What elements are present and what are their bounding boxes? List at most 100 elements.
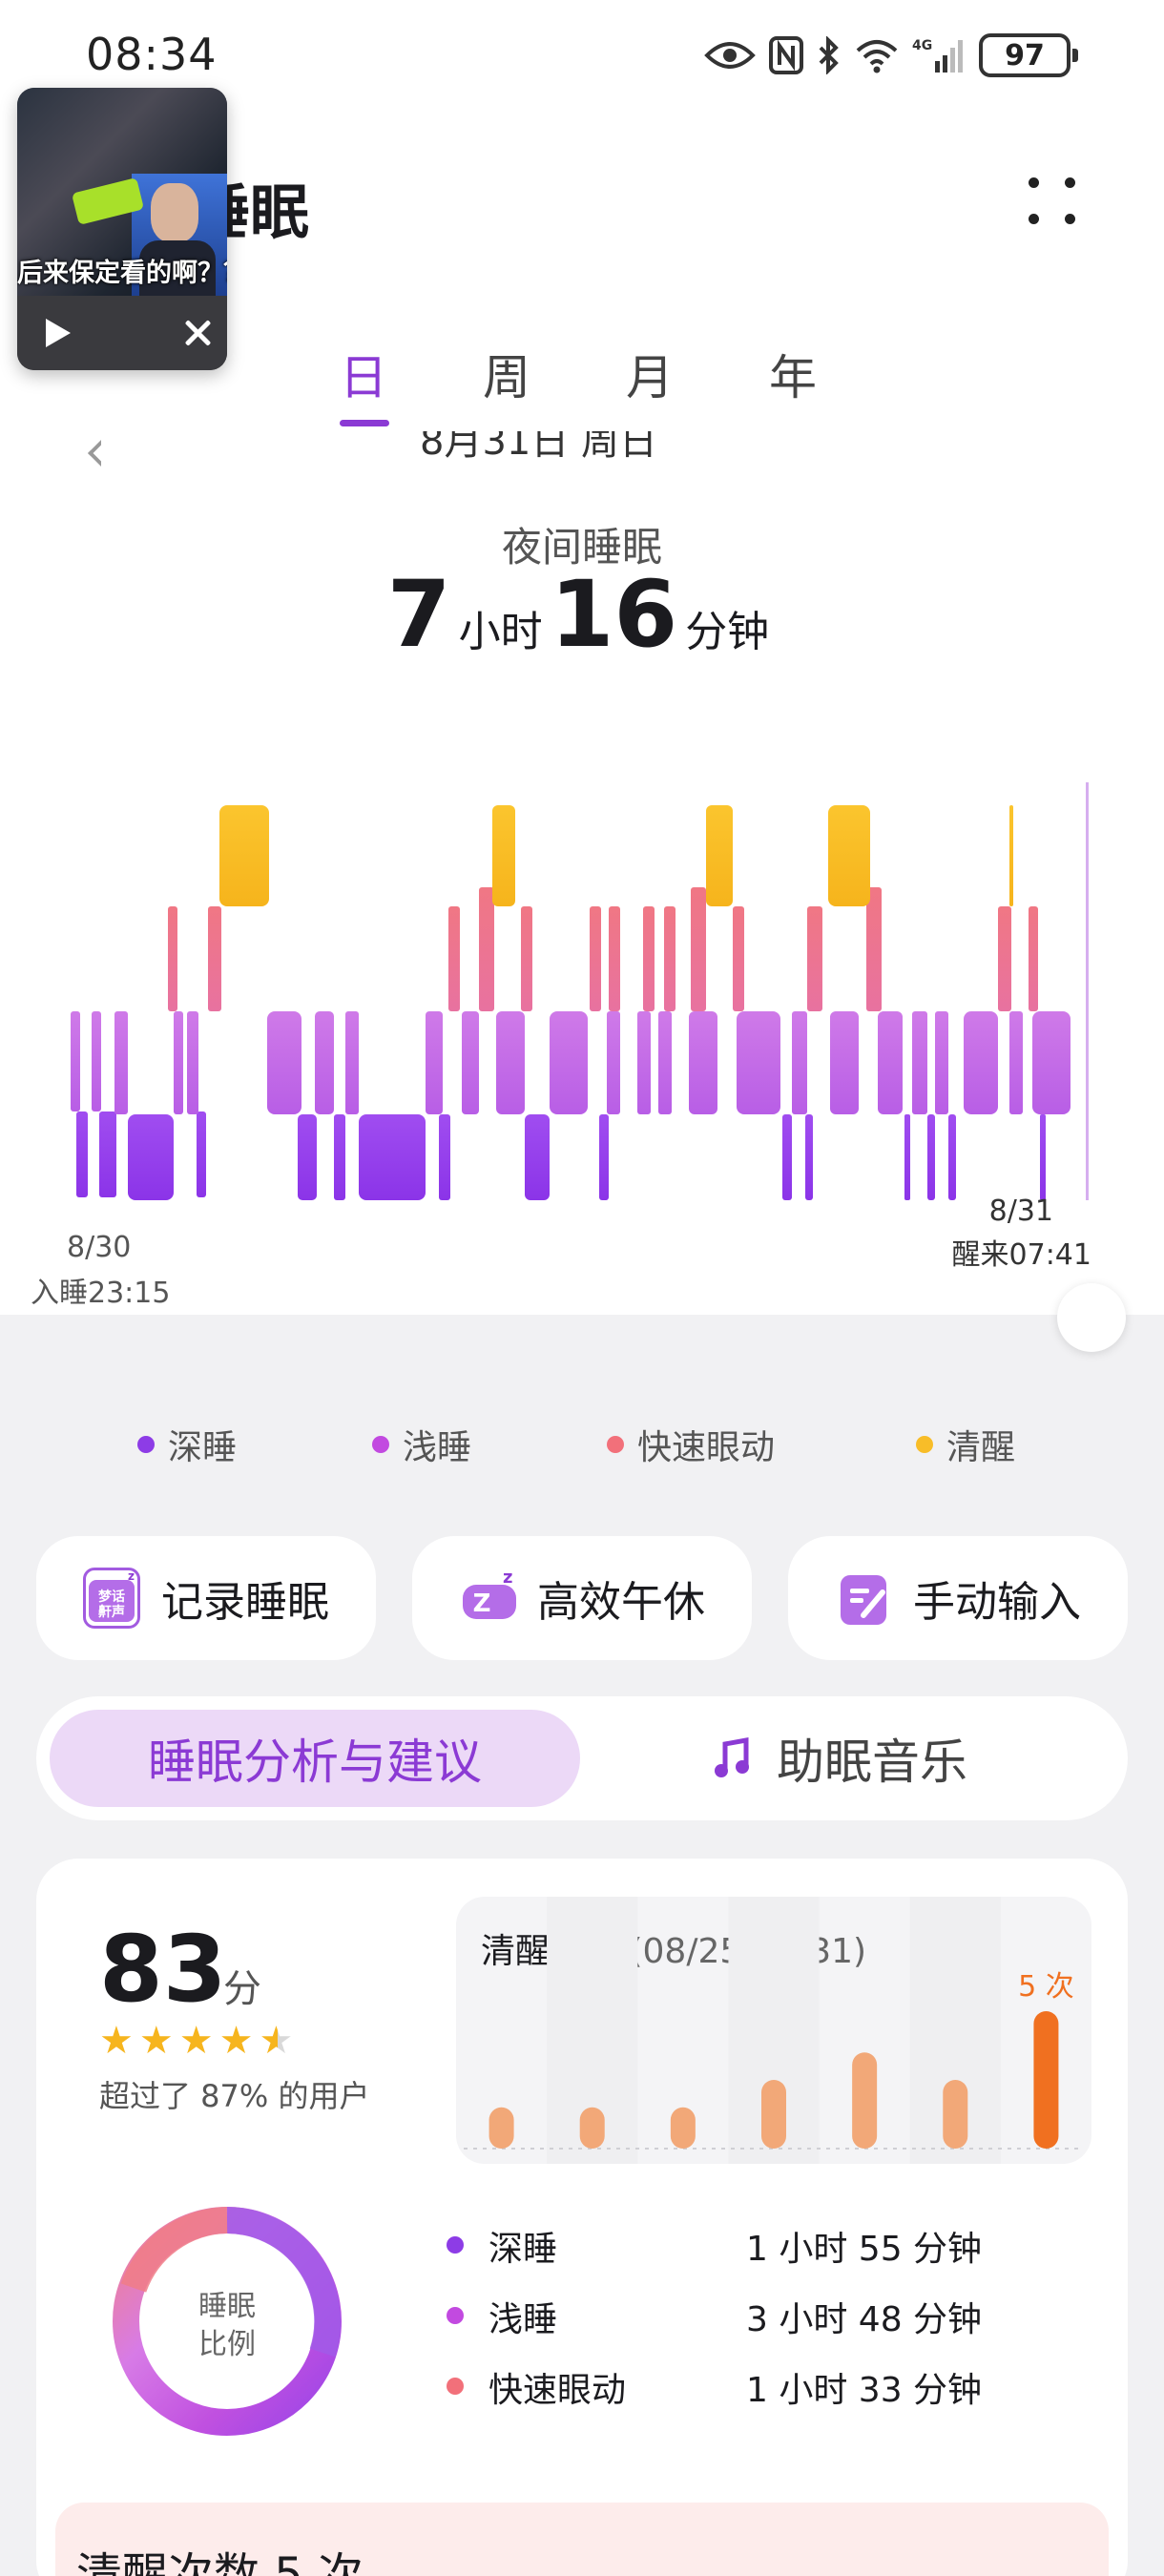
- legend-light-sleep: 浅睡: [372, 1420, 471, 1469]
- legend-dot-icon: [137, 1436, 155, 1453]
- stage-name: 深睡: [488, 2230, 558, 2269]
- pip-video-window[interactable]: 后来保定看的啊？？？: [17, 88, 227, 370]
- duration-hours: 7: [386, 561, 451, 668]
- sleep-analysis-card: 83 分 ★ ★ ★ ★ ★ 超过了 87% 的用户 清醒次数 (08/25-0…: [36, 1859, 1128, 2576]
- tab-week[interactable]: 周: [483, 350, 530, 405]
- close-icon[interactable]: [181, 317, 214, 349]
- active-tab-indicator: [340, 420, 389, 426]
- sleep-score-unit: 分: [223, 1967, 261, 2011]
- chart-end-marker: [1086, 782, 1089, 1200]
- awake-count-bar: [488, 2107, 514, 2149]
- rating-stars: ★ ★ ★ ★ ★: [99, 2019, 293, 2063]
- awake-count-data-label: 5 次: [1018, 1970, 1074, 2004]
- music-note-icon: [715, 1737, 749, 1777]
- date-row: 8月31日 周日: [0, 431, 1164, 469]
- eye-comfort-icon: [704, 42, 756, 69]
- battery-indicator: 97: [979, 33, 1078, 77]
- stage-row-deep: 深睡 1 小时 55 分钟: [447, 2221, 1095, 2292]
- stage-name: 快速眼动: [488, 2371, 627, 2410]
- night-sleep-label: 夜间睡眠: [501, 524, 662, 571]
- percentile-text: 超过了 87% 的用户: [99, 2078, 370, 2114]
- awake-count-bar: [943, 2080, 968, 2149]
- wake-date: 8/31: [988, 1195, 1053, 1228]
- sleep-score: 83: [99, 1916, 227, 2023]
- pip-video-suit: [139, 240, 216, 298]
- sleep-music-label: 助眠音乐: [777, 1735, 967, 1790]
- awake-count-bar: [579, 2107, 605, 2149]
- sleep-stage-chart[interactable]: [0, 782, 1164, 1202]
- svg-text:z: z: [503, 1568, 512, 1588]
- legend-deep-sleep: 深睡: [137, 1420, 237, 1469]
- legend-label: 清醒: [946, 1428, 1016, 1467]
- awake-count-chart-panel[interactable]: 清醒次数 (08/25-08/31) 5 次: [456, 1897, 1091, 2164]
- sleep-start-time: 入睡23:15: [31, 1277, 171, 1310]
- star-icon: ★: [178, 2019, 214, 2063]
- sleep-ratio-donut: [113, 2207, 342, 2436]
- awake-count-bar: [670, 2107, 696, 2149]
- stage-value: 3 小时 48 分钟: [746, 2300, 983, 2339]
- more-dot-icon: [1065, 214, 1075, 224]
- status-time: 08:34: [86, 29, 218, 80]
- record-sleep-label: 记录睡眠: [161, 1578, 329, 1627]
- pip-video-face: [151, 183, 198, 242]
- manual-input-button[interactable]: 手动输入: [788, 1536, 1128, 1660]
- duration-minutes: 16: [550, 561, 678, 668]
- stage-name: 浅睡: [488, 2300, 558, 2339]
- pip-caption: 后来保定看的啊？？？: [17, 259, 227, 288]
- manual-input-label: 手动输入: [913, 1578, 1081, 1627]
- signal-icon: 4G: [912, 38, 963, 73]
- awake-blocks: [219, 805, 1013, 906]
- more-dot-icon: [1065, 177, 1075, 188]
- awake-count-note[interactable]: 清醒次数 5 次: [55, 2503, 1109, 2576]
- svg-text:鼾声: 鼾声: [98, 1604, 125, 1620]
- stage-row-light: 浅睡 3 小时 48 分钟: [447, 2292, 1095, 2362]
- donut-label-line2: 比例: [198, 2328, 256, 2361]
- tab-month[interactable]: 月: [626, 350, 674, 405]
- sleep-analysis-tab[interactable]: 睡眠分析与建议: [50, 1710, 580, 1807]
- wifi-icon: [856, 40, 898, 73]
- current-date: 8月31日 周日: [420, 431, 658, 464]
- tab-day[interactable]: 日: [340, 350, 387, 405]
- awake-count-bar: [761, 2080, 786, 2149]
- nfc-icon: [769, 36, 803, 74]
- legend-awake: 清醒: [916, 1420, 1015, 1469]
- star-icon: ★: [99, 2019, 134, 2063]
- more-dot-icon: [1029, 214, 1039, 224]
- bluetooth-icon: [819, 36, 839, 74]
- rem-sleep-blocks: [168, 887, 1038, 1011]
- svg-text:梦话: 梦话: [98, 1589, 125, 1605]
- stage-value: 1 小时 55 分钟: [746, 2230, 983, 2269]
- awake-count-bar: [852, 2052, 878, 2149]
- legend-rem-sleep: 快速眼动: [607, 1420, 775, 1469]
- stage-row-rem: 快速眼动 1 小时 33 分钟: [447, 2362, 1095, 2433]
- legend-label: 浅睡: [403, 1428, 472, 1467]
- stage-dot-icon: [447, 2307, 464, 2324]
- donut-center-label: 睡眠比例: [108, 2288, 346, 2364]
- analysis-segmented-control: 睡眠分析与建议 助眠音乐: [36, 1696, 1128, 1820]
- play-icon[interactable]: [46, 319, 71, 347]
- tab-year[interactable]: 年: [769, 350, 817, 405]
- sleep-start-date: 8/30: [67, 1231, 132, 1264]
- stage-value: 1 小时 33 分钟: [746, 2371, 983, 2410]
- donut-label-line1: 睡眠: [198, 2290, 256, 2323]
- legend-dot-icon: [916, 1436, 933, 1453]
- status-icons: 4G 97: [704, 31, 1078, 80]
- svg-text:Z: Z: [473, 1589, 491, 1618]
- more-options-button[interactable]: [1021, 172, 1084, 229]
- deep-sleep-blocks: [76, 1111, 1046, 1200]
- period-tabs: 日 周 月 年: [315, 340, 849, 426]
- sleep-music-tab[interactable]: 助眠音乐: [714, 1710, 967, 1807]
- legend-dot-icon: [372, 1436, 389, 1453]
- star-icon: ★: [138, 2019, 174, 2063]
- legend-label: 快速眼动: [637, 1428, 776, 1467]
- stage-dot-icon: [447, 2236, 464, 2254]
- manual-edit-icon: [835, 1568, 892, 1629]
- sleep-stage-legend: 深睡 浅睡 快速眼动 清醒: [0, 1420, 1164, 1467]
- chart-scrub-handle[interactable]: [1057, 1283, 1126, 1352]
